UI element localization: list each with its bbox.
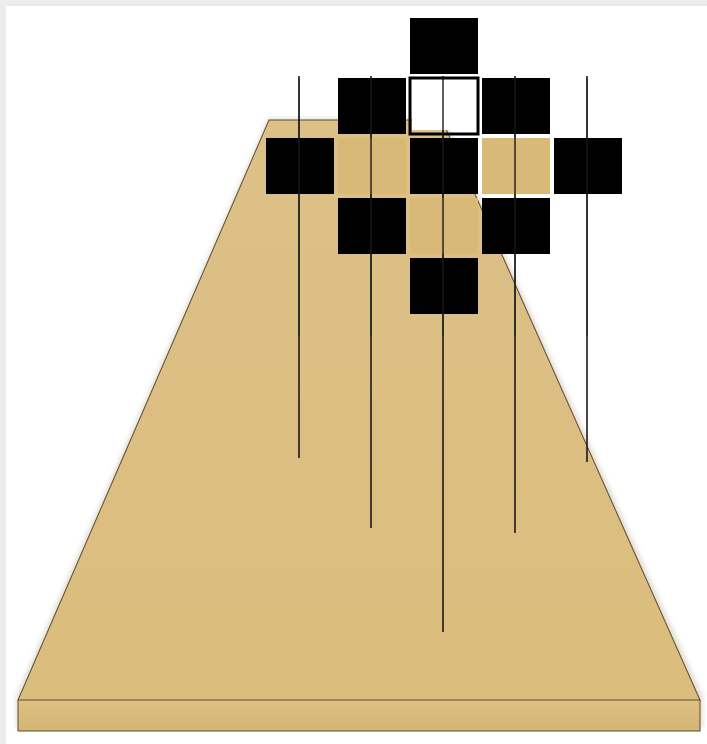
block-r4-c3 xyxy=(410,258,478,314)
board-front-face xyxy=(18,700,700,731)
block-r2-c5 xyxy=(554,138,622,194)
open-cell xyxy=(412,80,476,130)
block-r2-c3 xyxy=(410,138,478,194)
block-r3-c2 xyxy=(338,198,406,254)
block-r3-c4 xyxy=(482,198,550,254)
light-cell-2 xyxy=(482,138,550,194)
light-cell-3 xyxy=(410,198,478,254)
block-r0-c3 xyxy=(410,18,478,74)
figure-canvas xyxy=(6,6,707,744)
block-r1-c4 xyxy=(482,78,550,134)
block-r1-c2 xyxy=(338,78,406,134)
block-r2-c1 xyxy=(266,138,334,194)
light-cell-1 xyxy=(338,138,406,194)
pin-array-illustration xyxy=(6,6,707,744)
